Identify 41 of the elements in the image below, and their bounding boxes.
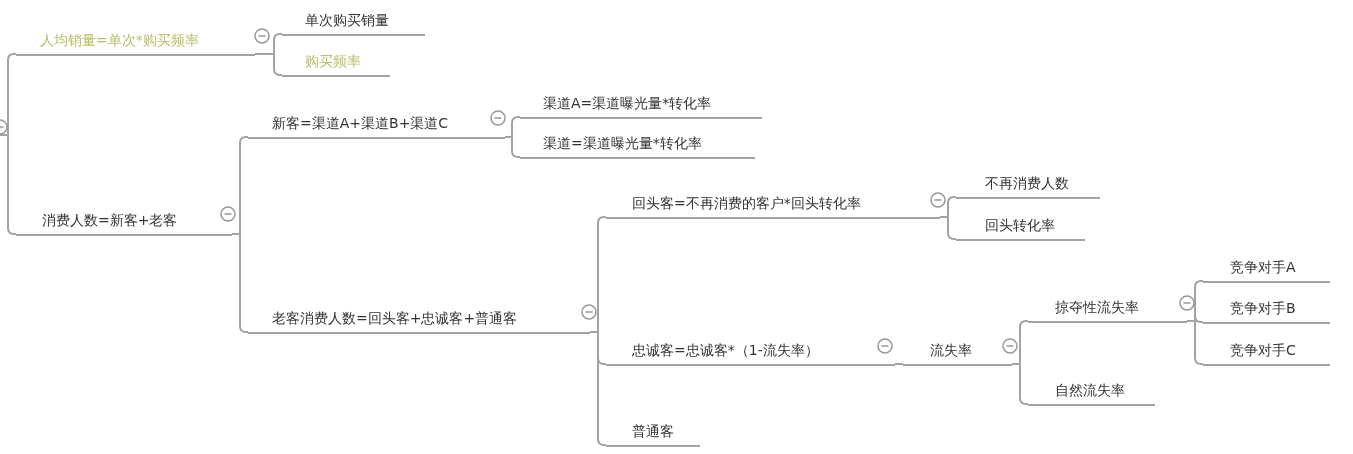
topic-text: 回头转化率 (985, 216, 1055, 235)
branch-line (894, 363, 904, 365)
topic-node (282, 10, 425, 36)
topic-text: 单次购买销量 (305, 11, 389, 30)
topic-text: 忠诚客=忠诚客*（1-流失率） (632, 341, 819, 360)
topic-text: 人均销量=单次*购买频率 (40, 31, 199, 50)
topic-text: 不再消费人数 (985, 174, 1069, 193)
topic-node (520, 133, 755, 159)
topic-text: 流失率 (930, 341, 972, 360)
branch-line (254, 53, 283, 76)
topic-node (956, 173, 1100, 199)
branch-line (504, 136, 521, 158)
topic-node (1028, 380, 1155, 406)
topic-node (520, 93, 762, 119)
topic-text: 渠道A=渠道曝光量*转化率 (543, 94, 712, 113)
topic-text: 渠道=渠道曝光量*转化率 (543, 134, 702, 153)
topic-node (1203, 340, 1330, 366)
topic-node (606, 340, 895, 366)
topic-text: 购买频率 (305, 52, 361, 71)
topic-node (903, 340, 1012, 366)
topic-text: 消费人数=新客+老客 (42, 211, 178, 230)
topic-text: 竞争对手B (1230, 299, 1296, 318)
topic-text: 回头客=不再消费的客户*回头转化率 (632, 194, 861, 213)
topic-text: 新客=渠道A+渠道B+渠道C (272, 114, 449, 133)
topic-node (282, 51, 390, 77)
topic-node (16, 30, 255, 56)
topic-node (16, 210, 232, 236)
topic-text: 普通客 (632, 422, 674, 441)
topic-node (606, 193, 940, 219)
topic-node (1203, 257, 1330, 283)
topic-node (248, 308, 590, 334)
topic-node (1203, 298, 1330, 324)
topic-node (956, 215, 1085, 241)
topic-node (1028, 297, 1187, 323)
topic-text: 竞争对手C (1230, 341, 1296, 360)
topic-text: 竞争对手A (1230, 258, 1296, 277)
topic-text: 老客消费人数=回头客+忠诚客+普通客 (272, 309, 518, 328)
topic-node (248, 113, 505, 139)
topic-node (606, 421, 700, 447)
topic-text: 自然流失率 (1055, 381, 1125, 400)
topic-text: 掠夺性流失率 (1055, 298, 1139, 317)
